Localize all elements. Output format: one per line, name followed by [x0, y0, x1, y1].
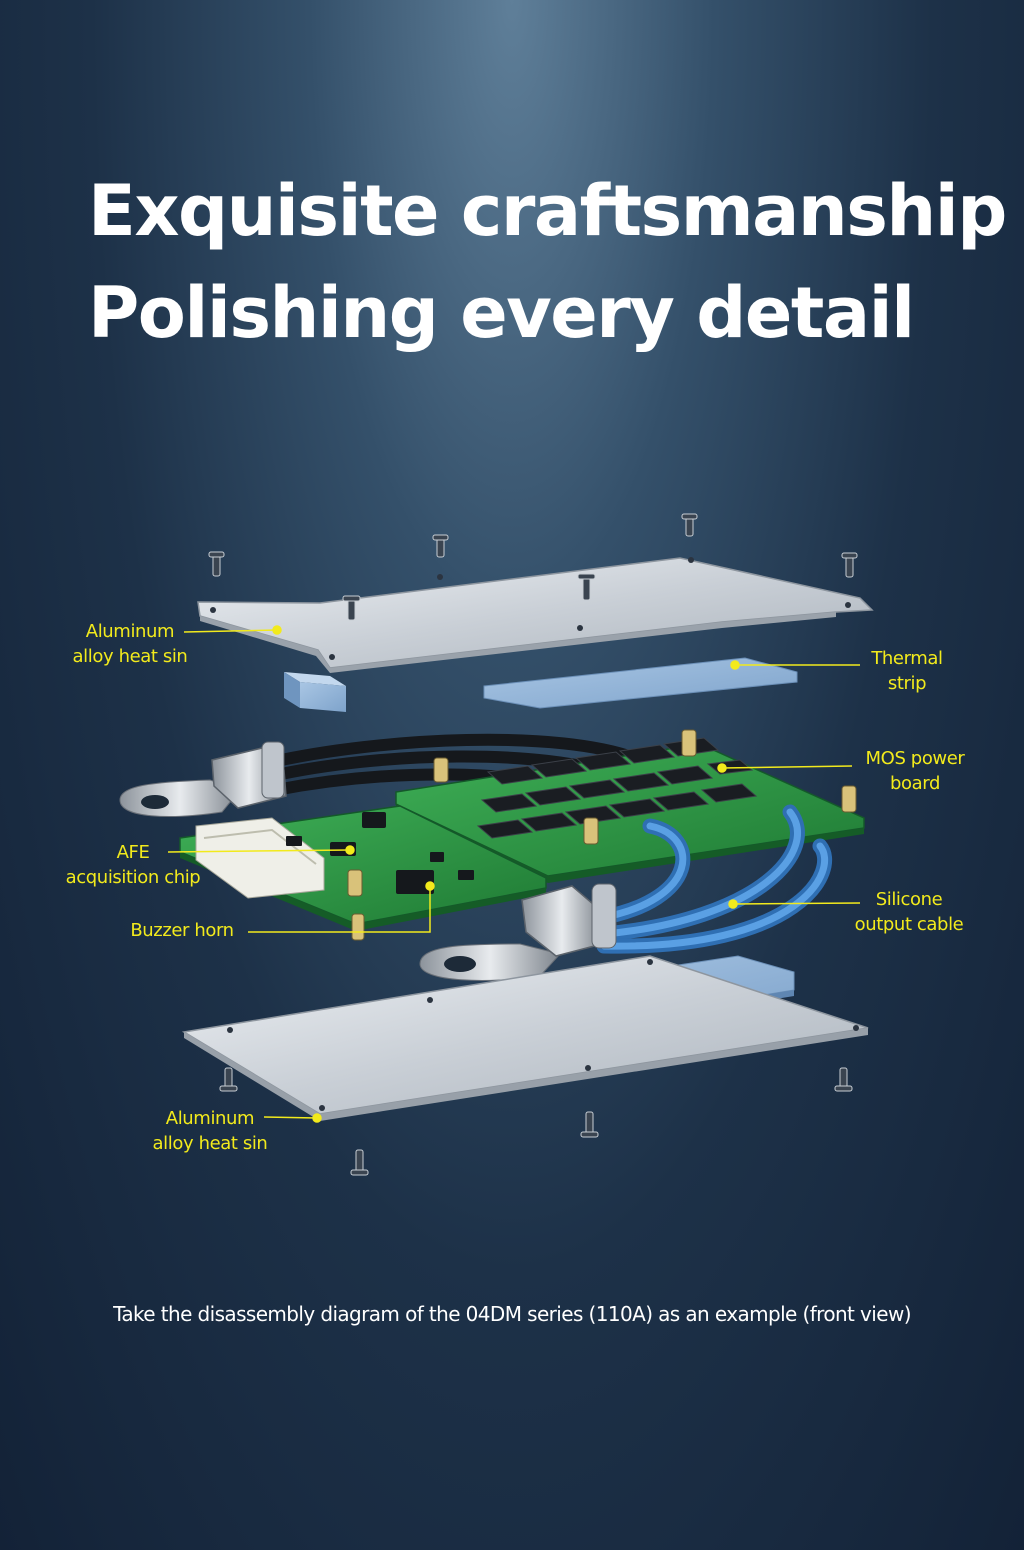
left-ring-terminal — [119, 741, 287, 817]
thermal-strip-pad — [483, 657, 798, 709]
label-line: AFE — [116, 842, 150, 863]
label-line: MOS power — [865, 748, 965, 769]
buzzer-component — [396, 870, 434, 894]
callout-dot — [272, 625, 282, 635]
headline-line-1: Exquisite craftsmanship — [88, 170, 1007, 252]
callout-dot — [312, 1113, 322, 1123]
top-screws — [208, 513, 858, 621]
headline: Exquisite craftsmanship Polishing every … — [88, 160, 1007, 364]
label-line: output cable — [854, 914, 964, 935]
bottom-screws — [219, 1067, 853, 1176]
footer-caption: Take the disassembly diagram of the 04DM… — [113, 1302, 911, 1326]
label-mos-power-board: MOS power board — [858, 746, 972, 796]
top-heatsink-plate — [197, 557, 874, 673]
label-buzzer-horn: Buzzer horn — [124, 918, 240, 943]
label-top-heatsink: Aluminum alloy heat sin — [70, 619, 190, 669]
label-line: Silicone — [875, 889, 943, 910]
label-line: strip — [887, 673, 927, 694]
callout-dot — [345, 845, 355, 855]
label-bottom-heatsink: Aluminum alloy heat sin — [150, 1106, 270, 1156]
callout-dot — [717, 763, 727, 773]
label-line: Buzzer horn — [130, 920, 234, 941]
label-afe-acquisition-chip: AFE acquisition chip — [58, 840, 208, 890]
callout-dot — [730, 660, 740, 670]
label-silicone-output-cable: Silicone output cable — [848, 887, 970, 937]
small-thermal-block — [284, 672, 346, 712]
label-line: alloy heat sin — [72, 646, 188, 667]
label-line: board — [890, 773, 940, 794]
bottom-heatsink-plate — [181, 955, 869, 1121]
label-line: Aluminum — [85, 621, 175, 642]
label-line: Aluminum — [165, 1108, 255, 1129]
label-line: acquisition chip — [65, 867, 201, 888]
callout-dot — [728, 899, 738, 909]
headline-line-2: Polishing every detail — [88, 272, 915, 354]
callout-lines — [167, 625, 861, 1123]
silicone-output-cables — [592, 804, 833, 954]
right-ring-terminal — [419, 883, 617, 981]
label-thermal-strip: Thermal strip — [862, 646, 952, 696]
label-line: alloy heat sin — [152, 1133, 268, 1154]
callout-dot — [425, 881, 435, 891]
label-line: Thermal — [871, 648, 943, 669]
